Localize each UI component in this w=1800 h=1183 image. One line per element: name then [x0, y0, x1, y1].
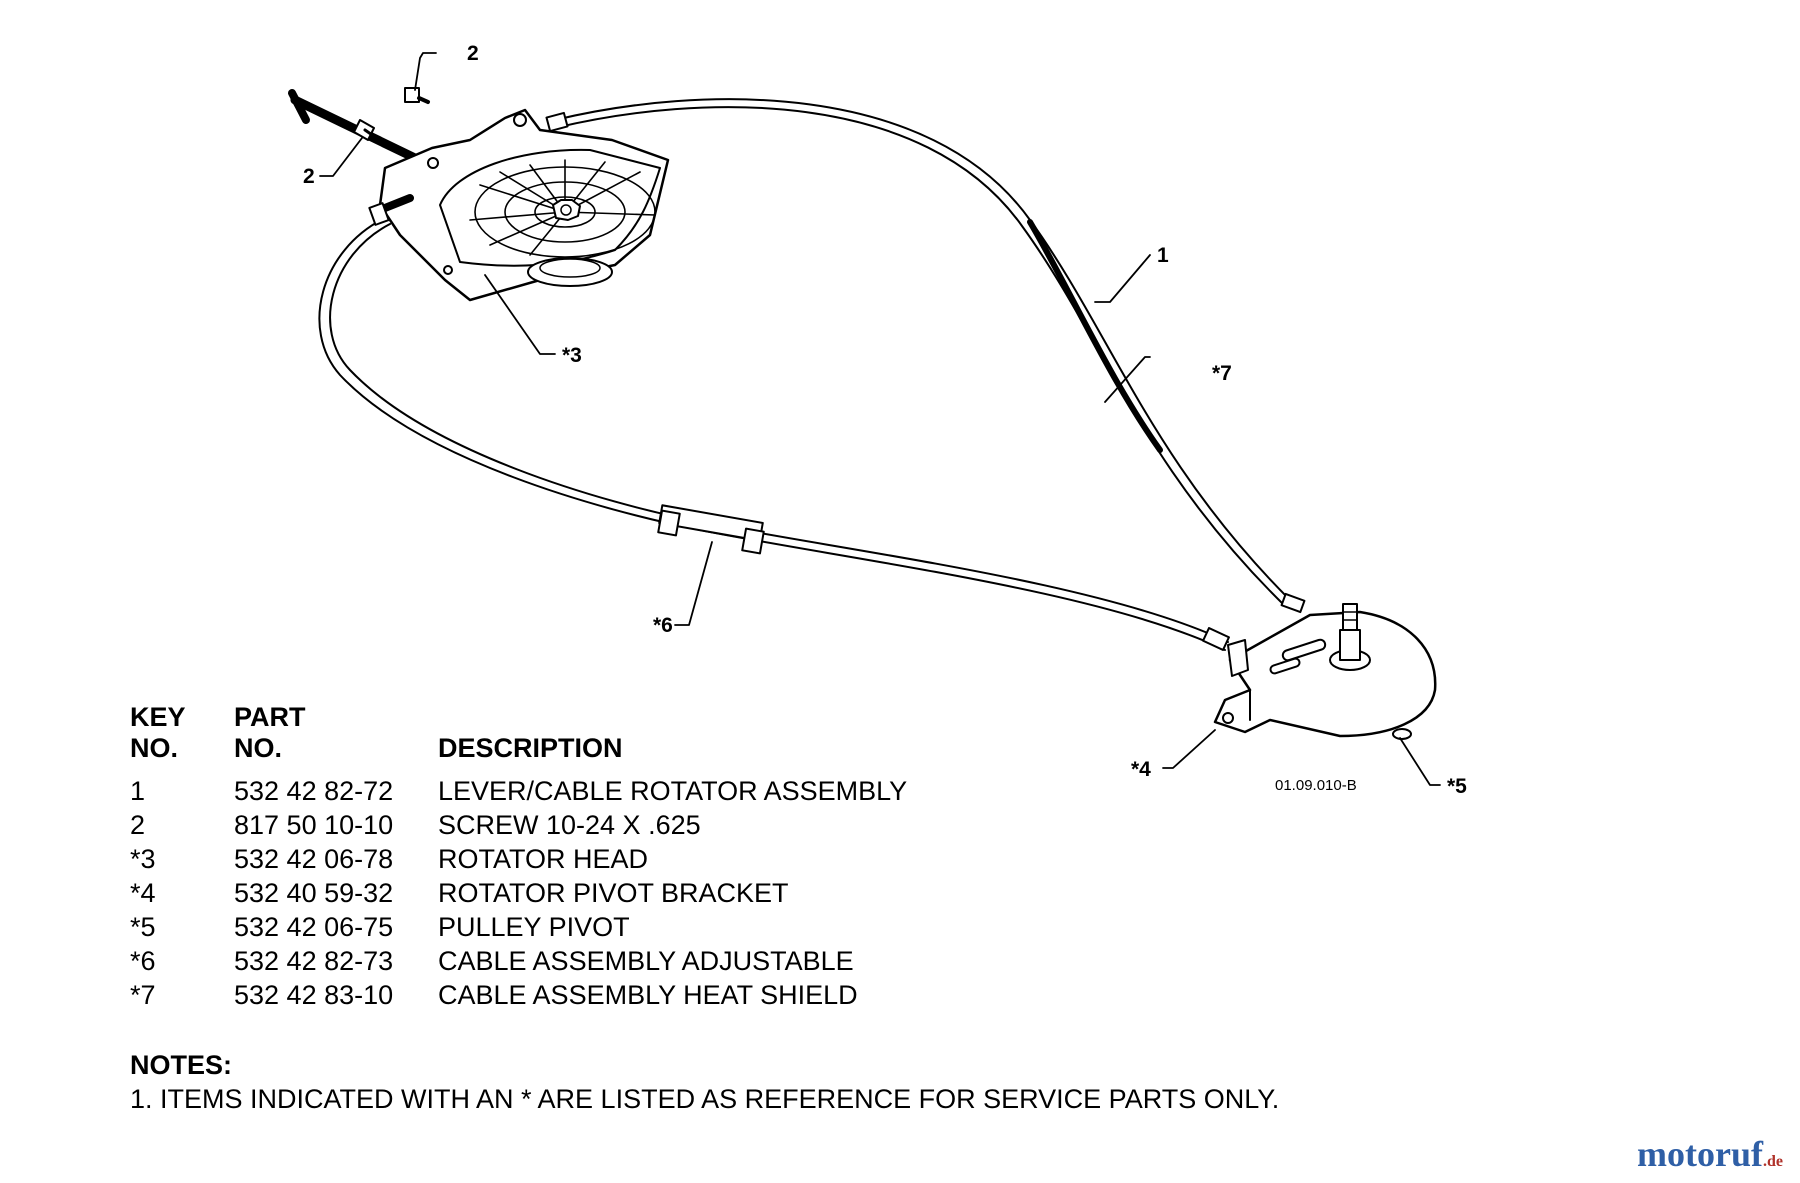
- table-row: *7 532 42 83-10 CABLE ASSEMBLY HEAT SHIE…: [130, 978, 907, 1012]
- rotator-pivot-bracket: [1213, 610, 1437, 738]
- leader-lines: [319, 52, 1441, 786]
- table-row: 1 532 42 82-72 LEVER/CABLE ROTATOR ASSEM…: [130, 774, 907, 808]
- callout-2-top: 2: [467, 42, 479, 65]
- description: CABLE ASSEMBLY HEAT SHIELD: [438, 980, 858, 1010]
- table-row: *6 532 42 82-73 CABLE ASSEMBLY ADJUSTABL…: [130, 944, 907, 978]
- part-no: 532 42 83-10: [234, 980, 394, 1010]
- part-no: 532 42 06-75: [234, 912, 394, 942]
- watermark-main: motoruf: [1637, 1134, 1763, 1174]
- callout-3: *3: [562, 344, 582, 367]
- callout-1: 1: [1157, 244, 1169, 267]
- description: SCREW 10-24 X .625: [438, 810, 701, 840]
- screw-lever: [353, 119, 390, 148]
- key-no: *6: [130, 946, 156, 976]
- part-no: 532 42 82-73: [234, 946, 394, 976]
- drawing-id: 01.09.010-B: [1275, 777, 1357, 794]
- watermark-logo: motoruf.de: [1637, 1133, 1783, 1175]
- description: ROTATOR PIVOT BRACKET: [438, 878, 789, 908]
- notes-section: NOTES: 1. ITEMS INDICATED WITH AN * ARE …: [130, 1048, 1279, 1116]
- part-no: 532 42 82-72: [234, 776, 394, 806]
- callout-2-left: 2: [303, 165, 315, 188]
- description: LEVER/CABLE ROTATOR ASSEMBLY: [438, 776, 908, 806]
- key-no: 1: [130, 776, 146, 806]
- key-no: *5: [130, 912, 156, 942]
- key-no: 2: [130, 810, 146, 840]
- part-no: 532 42 06-78: [234, 844, 394, 874]
- note-item: 1. ITEMS INDICATED WITH AN * ARE LISTED …: [130, 1084, 1280, 1114]
- description: PULLEY PIVOT: [438, 912, 630, 942]
- table-row: 2 817 50 10-10 SCREW 10-24 X .625: [130, 808, 907, 842]
- key-no: *4: [130, 878, 156, 908]
- key-no: *3: [130, 844, 156, 874]
- part-no: 532 40 59-32: [234, 878, 394, 908]
- screw-top: [404, 87, 430, 104]
- table-row: *5 532 42 06-75 PULLEY PIVOT: [130, 910, 907, 944]
- description: CABLE ASSEMBLY ADJUSTABLE: [438, 946, 854, 976]
- notes-title: NOTES:: [130, 1050, 233, 1080]
- rotator-head: [288, 87, 670, 302]
- callout-4: *4: [1131, 758, 1151, 781]
- pulley-pivot: [1329, 603, 1412, 740]
- part-no: 817 50 10-10: [234, 810, 394, 840]
- callout-5: *5: [1447, 775, 1467, 798]
- watermark-suffix: .de: [1762, 1153, 1783, 1170]
- callout-7: *7: [1212, 362, 1232, 385]
- table-row: *4 532 40 59-32 ROTATOR PIVOT BRACKET: [130, 876, 907, 910]
- header-description: DESCRIPTION: [438, 733, 623, 763]
- key-no: *7: [130, 980, 156, 1010]
- table-row: *3 532 42 06-78 ROTATOR HEAD: [130, 842, 907, 876]
- description: ROTATOR HEAD: [438, 844, 649, 874]
- callout-6: *6: [653, 614, 673, 637]
- cable-adjustable: [318, 217, 1230, 651]
- cable-heat-shield: [545, 98, 1306, 614]
